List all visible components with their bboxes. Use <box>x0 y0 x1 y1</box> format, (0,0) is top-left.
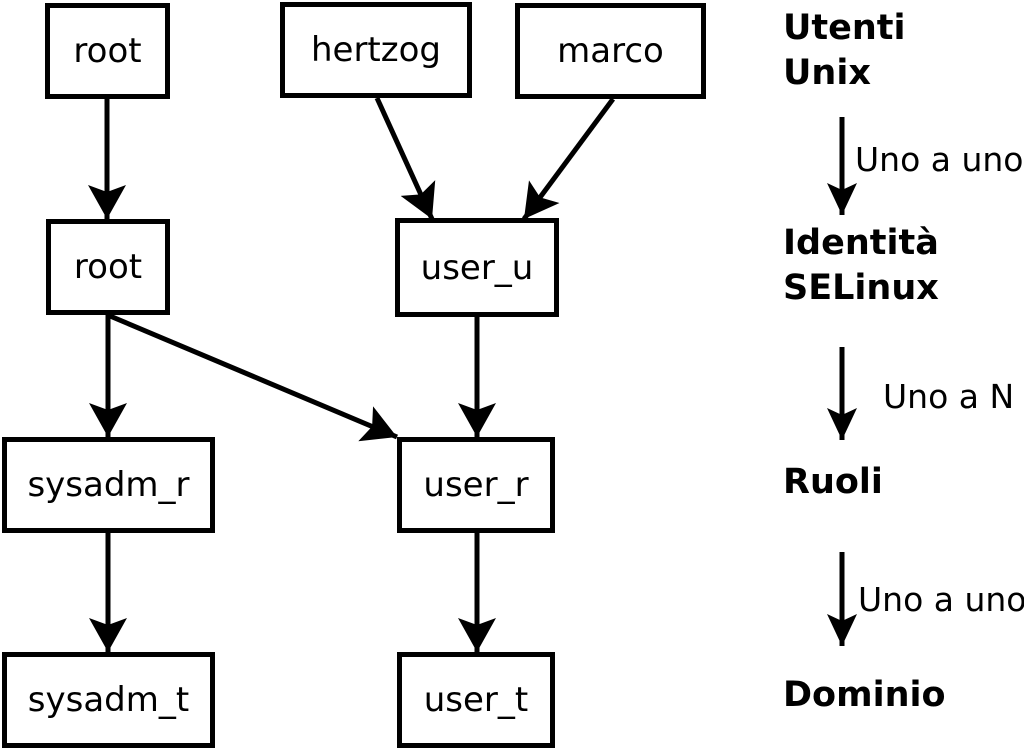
label-line: Utenti <box>783 8 906 48</box>
node-label: marco <box>557 31 664 71</box>
node-label: sysadm_r <box>27 465 190 505</box>
label-line: Unix <box>783 53 871 93</box>
label-line: Uno a N <box>883 377 1015 416</box>
node-label: user_u <box>420 247 534 288</box>
edge-root-to-user-r <box>109 313 398 442</box>
label-line: Identità <box>783 223 939 263</box>
node-label: root <box>73 247 143 287</box>
node-domain-sysadm-t: sysadm_t <box>2 652 215 748</box>
node-selinux-root: root <box>46 219 170 315</box>
edge-marco-to-user-u <box>521 97 616 221</box>
node-selinux-user-u: user_u <box>395 218 559 317</box>
node-unix-hertzog: hertzog <box>280 2 472 98</box>
label-ruoli: Ruoli <box>783 460 883 505</box>
label-line: Ruoli <box>783 462 883 502</box>
node-label: root <box>73 31 142 71</box>
node-unix-marco: marco <box>515 3 706 99</box>
node-unix-root: root <box>45 3 170 99</box>
label-uno-a-n: Uno a N <box>883 377 1014 417</box>
node-domain-user-t: user_t <box>397 652 555 748</box>
label-uno-a-uno-2: Uno a uno <box>858 580 1024 620</box>
label-line: Uno a uno <box>858 580 1024 619</box>
label-line: SELinux <box>783 268 939 308</box>
edge-hertzog-to-user-u <box>374 96 436 221</box>
node-role-sysadm-r: sysadm_r <box>2 437 215 533</box>
label-line: Uno a uno <box>855 140 1024 179</box>
node-label: user_r <box>423 465 529 505</box>
label-dominio: Dominio <box>783 673 946 718</box>
node-label: sysadm_t <box>27 680 190 720</box>
label-uno-a-uno-1: Uno a uno <box>855 140 1023 180</box>
node-role-user-r: user_r <box>397 437 555 533</box>
label-line: Dominio <box>783 675 946 715</box>
node-label: hertzog <box>310 30 441 70</box>
node-label: user_t <box>423 680 529 720</box>
